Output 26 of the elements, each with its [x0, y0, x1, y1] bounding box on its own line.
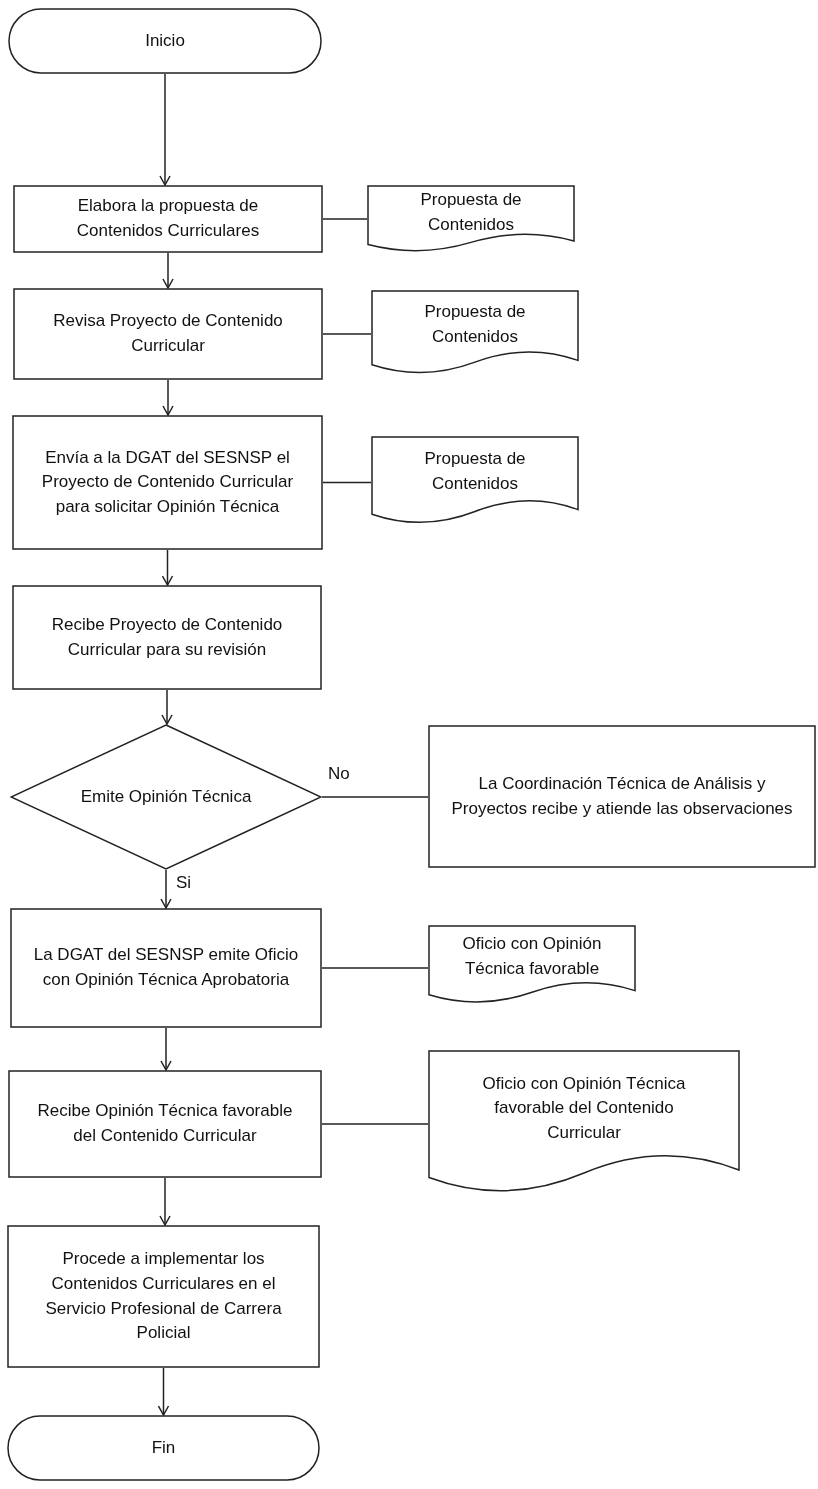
process-box: Procede a implementar los Contenidos Curriculares en el Servicio Profesional de Carrera Policial [7, 1225, 320, 1368]
connector-line [322, 218, 368, 220]
arrow [162, 252, 174, 289]
connector-line [321, 796, 429, 798]
arrow [161, 689, 173, 725]
arrow [159, 1177, 171, 1226]
process-box: Recibe Opinión Técnica favorable del Contenido Curricular [8, 1070, 322, 1178]
connector-line [321, 1123, 429, 1125]
arrow [160, 869, 172, 909]
process-box: Recibe Proyecto de Contenido Curricular para su revisión [12, 585, 322, 690]
arrow [162, 379, 174, 416]
arrow [161, 549, 174, 586]
process-box: La DGAT del SESNSP emite Oficio con Opinión Técnica Aprobatoria [10, 908, 322, 1028]
terminal-shape: Fin [7, 1415, 320, 1481]
arrow [160, 1027, 172, 1071]
process-box: La Coordinación Técnica de Análisis y Proyectos recibe y atiende las observaciones [428, 725, 816, 868]
connector-line [322, 333, 372, 335]
arrow [157, 1367, 170, 1416]
process-box: Revisa Proyecto de Contenido Curricular [13, 288, 323, 380]
connector-line [322, 481, 372, 484]
process-box: Elabora la propuesta de Contenidos Curriculares [13, 185, 323, 253]
arrow [159, 73, 171, 186]
connector-line [321, 967, 429, 969]
process-box: Envía a la DGAT del SESNSP el Proyecto de Contenido Curricular para solicitar Opinión Técnica [12, 415, 323, 550]
decision-diamond: Emite Opinión Técnica [10, 724, 322, 870]
terminal-shape: Inicio [8, 8, 322, 74]
